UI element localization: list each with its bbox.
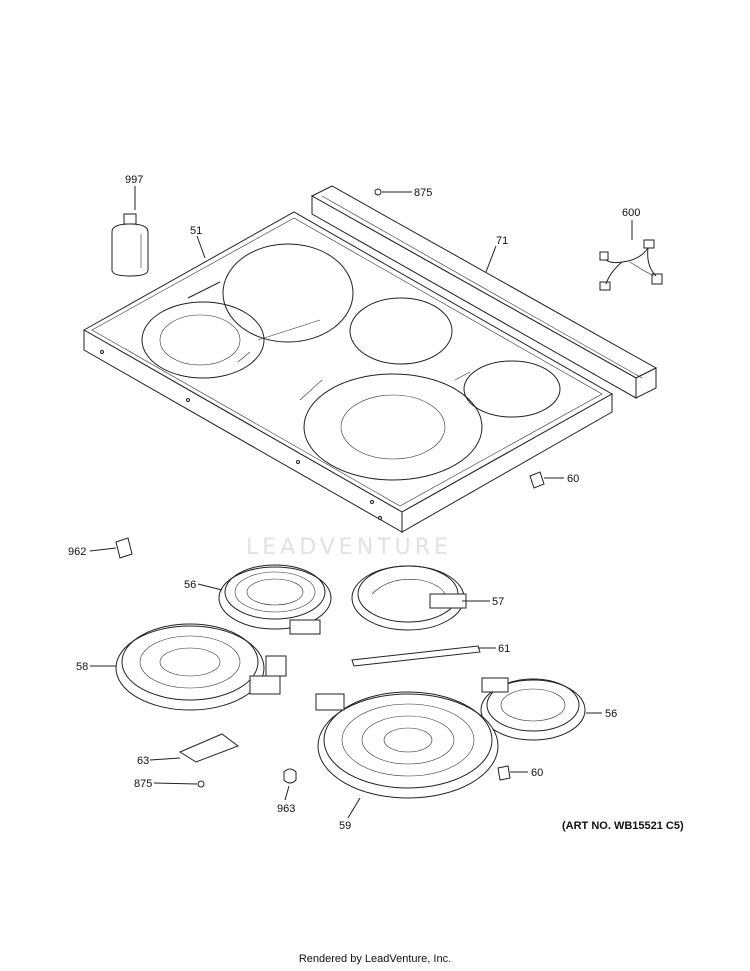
watermark: LEADVENTURE [246,535,452,560]
callout-59: 59 [339,820,351,832]
element-58-part[interactable] [115,623,287,711]
screw-bottom-part[interactable] [197,780,205,788]
callout-71: 71 [496,235,508,247]
screw-top-part[interactable] [374,188,382,196]
callout-600: 600 [622,207,640,219]
callout-875-top: 875 [414,187,432,199]
bar-61-part[interactable] [351,645,481,667]
callout-60-top: 60 [567,473,579,485]
clip-bottom-part[interactable] [497,765,511,781]
callout-58: 58 [76,661,88,673]
callout-962: 962 [68,546,86,558]
bracket-63-part[interactable] [178,733,240,763]
callout-875-bottom: 875 [134,778,152,790]
callout-63: 63 [137,755,149,767]
rear-trim-part[interactable] [310,185,658,399]
element-56-right-part[interactable] [480,677,586,741]
leader-lines [89,186,633,819]
glass-cooktop-part[interactable] [82,211,614,533]
callout-56-left: 56 [184,579,196,591]
callout-997: 997 [125,174,143,186]
element-59-part[interactable] [315,691,499,799]
wire-harness-part[interactable] [599,239,663,291]
callout-963: 963 [277,803,295,815]
element-56-left-part[interactable] [218,564,332,635]
art-number: (ART NO. WB15521 C5) [562,820,684,832]
callout-60-bottom: 60 [531,767,543,779]
footer-credit: Rendered by LeadVenture, Inc. [298,953,452,965]
callout-56-right: 56 [605,708,617,720]
clamp-963-part[interactable] [283,768,297,784]
clip-top-part[interactable] [529,471,545,489]
callout-61: 61 [498,643,510,655]
element-57-part[interactable] [351,565,467,631]
callout-57: 57 [492,596,504,608]
callout-labels: 997 51 875 71 600 60 962 56 57 61 58 56 … [68,174,640,832]
callout-51: 51 [190,225,202,237]
cleaner-bottle-part[interactable] [111,213,149,277]
bracket-962-part[interactable] [115,537,133,559]
